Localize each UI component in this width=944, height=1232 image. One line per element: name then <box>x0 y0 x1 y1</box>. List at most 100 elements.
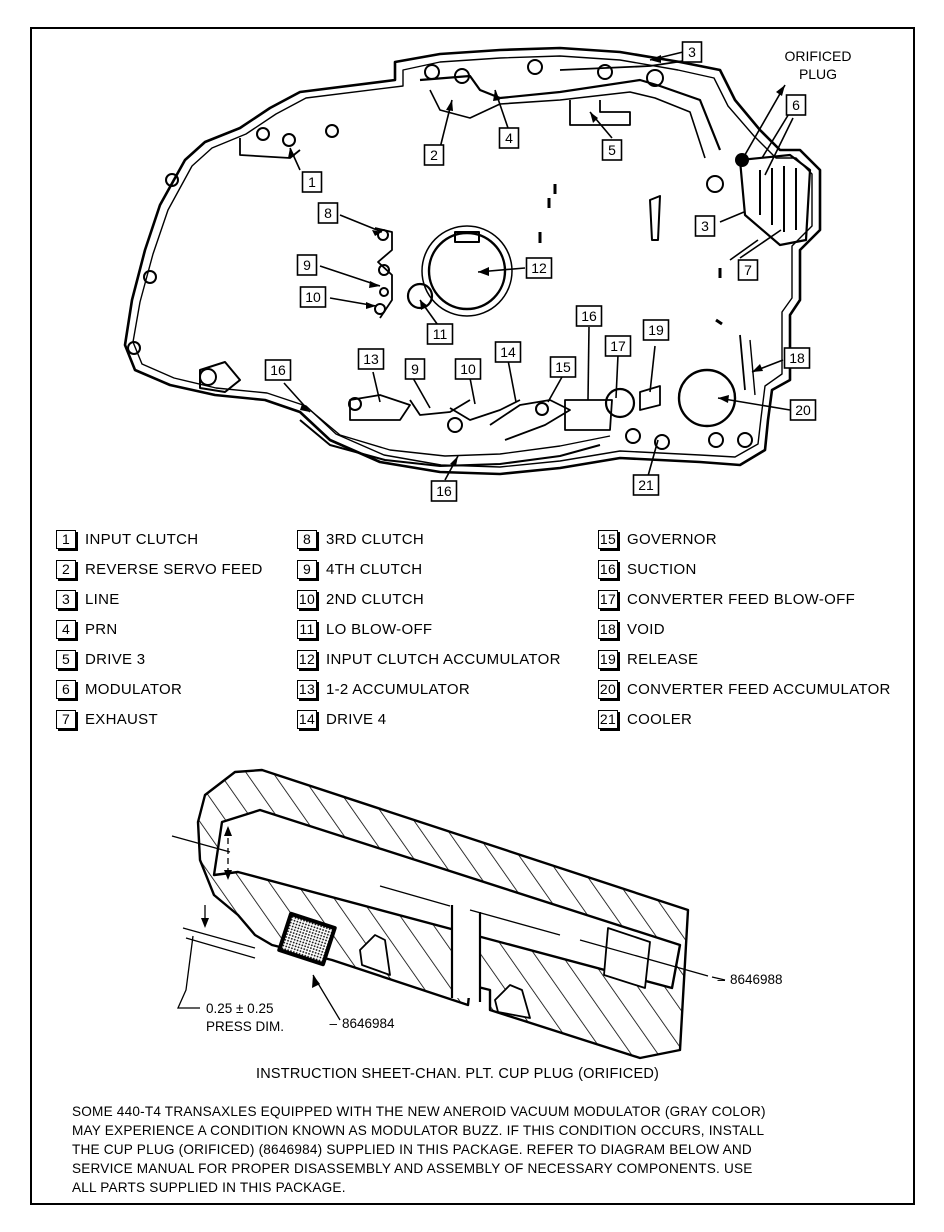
legend-label: SUCTION <box>627 560 697 578</box>
legend-number-box: 17 <box>598 589 618 609</box>
callout-number: 16 <box>581 308 597 324</box>
callout-number: 4 <box>505 130 513 146</box>
channel-suction <box>299 419 601 467</box>
legend-number-box: 18 <box>598 619 618 639</box>
legend-item: 17 CONVERTER FEED BLOW-OFF <box>598 584 891 614</box>
callout-c5: 5 <box>601 139 623 161</box>
callout-c9b: 9 <box>404 358 426 380</box>
legend-item: 13 1-2 ACCUMULATOR <box>297 674 561 704</box>
legend-number-box: 3 <box>56 589 76 609</box>
note-line: ALL PARTS SUPPLIED IN THIS PACKAGE. <box>72 1180 346 1195</box>
legend-number-box: 9 <box>297 559 317 579</box>
legend-number-box: 2 <box>56 559 76 579</box>
legend-item: 4 PRN <box>56 614 263 644</box>
callout-c13: 13 <box>357 348 385 370</box>
callout-c10a: 10 <box>299 286 327 308</box>
callout-number: 20 <box>795 402 811 418</box>
callout-number: 3 <box>701 218 709 234</box>
callout-number: 9 <box>303 257 311 273</box>
legend-label: RELEASE <box>627 650 699 668</box>
legend-number-box: 4 <box>56 619 76 639</box>
callout-c7: 7 <box>737 259 759 281</box>
callout-c9a: 9 <box>296 254 318 276</box>
instruction-sheet-border <box>30 27 915 1205</box>
legend-number-box: 21 <box>598 709 618 729</box>
legend-label: INPUT CLUTCH ACCUMULATOR <box>326 650 561 668</box>
legend-number-box: 10 <box>297 589 317 609</box>
channel-plate-diagram: ORIFICED PLUG 12334567899101011121314151… <box>123 41 852 502</box>
legend-number-box: 16 <box>598 559 618 579</box>
callout-c6: 6 <box>785 94 807 116</box>
legend-label: EXHAUST <box>85 710 158 728</box>
modulator-bore <box>738 153 812 247</box>
legend-item: 19 RELEASE <box>598 644 891 674</box>
legend-label: COOLER <box>627 710 693 728</box>
legend-label: 1-2 ACCUMULATOR <box>326 680 470 698</box>
callout-c17: 17 <box>604 335 632 357</box>
legend-label: 2ND CLUTCH <box>326 590 425 608</box>
legend-number-box: 13 <box>297 679 317 699</box>
legend-label: INPUT CLUTCH <box>85 530 199 548</box>
callout-orificed-plug-1: ORIFICED <box>785 48 852 64</box>
callout-c2: 2 <box>423 144 445 166</box>
callout-number: 9 <box>411 361 419 377</box>
legend-label: PRN <box>85 620 118 638</box>
callout-c3a: 3 <box>681 41 703 63</box>
legend-number-box: 6 <box>56 679 76 699</box>
callout-number: 8 <box>324 205 332 221</box>
legend-number-box: 7 <box>56 709 76 729</box>
legend-item: 3 LINE <box>56 584 263 614</box>
callout-number: 5 <box>608 142 616 158</box>
callout-c15: 15 <box>549 356 577 378</box>
legend-number-box: 8 <box>297 529 317 549</box>
legend-item: 20 CONVERTER FEED ACCUMULATOR <box>598 674 891 704</box>
callout-number: 10 <box>460 361 476 377</box>
legend-label: 3RD CLUTCH <box>326 530 425 548</box>
legend-label: CONVERTER FEED ACCUMULATOR <box>627 680 891 698</box>
legend-number-box: 19 <box>598 649 618 669</box>
legend-number-box: 20 <box>598 679 618 699</box>
callout-c14: 14 <box>494 341 522 363</box>
callout-number: 6 <box>792 97 800 113</box>
legend-label: 4TH CLUTCH <box>326 560 423 578</box>
legend-number-box: 14 <box>297 709 317 729</box>
legend-number-box: 11 <box>297 619 317 639</box>
callout-labels: ORIFICED PLUG <box>785 48 852 82</box>
callout-number: 21 <box>638 477 654 493</box>
legend-number-box: 15 <box>598 529 618 549</box>
callout-number: 18 <box>789 350 805 366</box>
callout-c11: 11 <box>426 323 454 345</box>
callout-number: 1 <box>308 174 316 190</box>
callout-number: 13 <box>363 351 379 367</box>
legend-item: 11 LO BLOW-OFF <box>297 614 561 644</box>
callout-c16b: 16 <box>575 305 603 327</box>
callout-c1: 1 <box>301 171 323 193</box>
legend-label: CONVERTER FEED BLOW-OFF <box>627 590 856 608</box>
legend-item: 9 4TH CLUTCH <box>297 554 561 584</box>
legend-label: MODULATOR <box>85 680 183 698</box>
legend-item: 21 COOLER <box>598 704 891 734</box>
callout-c4: 4 <box>498 127 520 149</box>
service-note: SOME 440-T4 TRANSAXLES EQUIPPED WITH THE… <box>72 1102 892 1197</box>
callout-c16c: 16 <box>430 480 458 502</box>
callout-orificed-plug-2: PLUG <box>799 66 837 82</box>
callout-c10b: 10 <box>454 358 482 380</box>
legend-label: LINE <box>85 590 120 608</box>
note-line: THE CUP PLUG (ORIFICED) (8646984) SUPPLI… <box>72 1142 752 1157</box>
callout-number: 17 <box>610 338 626 354</box>
instruction-caption: INSTRUCTION SHEET-CHAN. PLT. CUP PLUG (O… <box>256 1066 660 1082</box>
legend-item: 8 3RD CLUTCH <box>297 524 561 554</box>
callout-number: 16 <box>436 483 452 499</box>
callout-number: 10 <box>305 289 321 305</box>
callout-number: 14 <box>500 344 516 360</box>
note-line: MAY EXPERIENCE A CONDITION KNOWN AS MODU… <box>72 1123 765 1138</box>
legend-number-box: 5 <box>56 649 76 669</box>
channel-upper <box>419 74 722 151</box>
legend-label: LO BLOW-OFF <box>326 620 433 638</box>
legend-label: REVERSE SERVO FEED <box>85 560 263 578</box>
callout-number: 2 <box>430 147 438 163</box>
